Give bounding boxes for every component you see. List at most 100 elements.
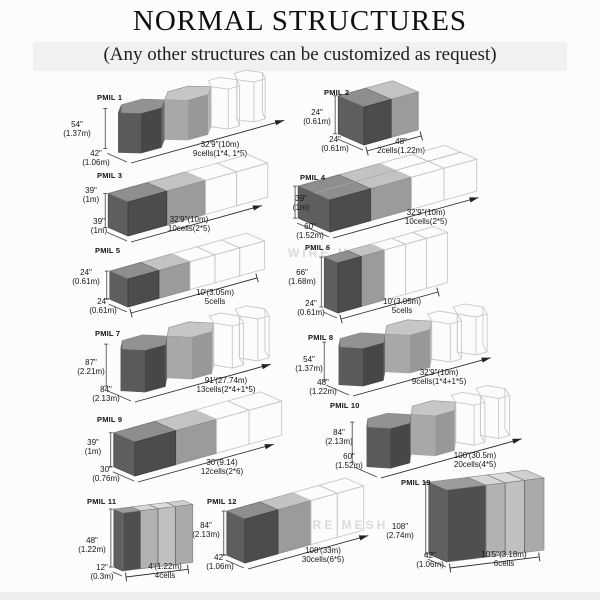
structure-drawing [108,391,284,483]
width-dimension-label: 24"(0.61m) [297,299,325,317]
width-inches: 48" [317,378,329,387]
width-meters: (1m) [90,226,108,236]
structure-id-label: PMIL 19 [401,478,431,487]
width-meters: (1.06m) [416,560,444,570]
structure-id-label: PMIL 7 [95,329,121,338]
height-meters: (1.37m) [295,364,323,374]
width-meters: (2.13m) [92,394,120,404]
length-dimension-label: 32'9"(10m)10cells(2*5) [168,215,210,233]
width-meters: (0.61m) [89,306,117,316]
length-dimension-label: 100'(30.5m)20cells(4*5) [454,451,496,469]
cells-count: 9cells(1*4+1*5) [411,377,467,387]
cells-count: 13cells(2*4+1*5) [196,385,256,395]
structure-id-label: PMIL 10 [330,401,360,410]
length-dimension-label: 48"2cells(1.22m) [377,137,425,155]
width-meters: (1.06m) [82,158,110,168]
height-inches: 39" [295,194,307,203]
cells-count: 12cells(2*6) [200,467,244,477]
height-meters: (1m) [82,195,100,205]
structure-id-label: PMIL 6 [305,243,331,252]
height-inches: 48" [86,536,98,545]
page-title: NORMAL STRUCTURES [132,5,468,37]
length-value: 91'(27.74m) [204,376,248,385]
length-value: 32'9"(10m) [419,368,459,377]
width-dimension-label: 48"(1.22m) [309,378,337,396]
length-dimension-label: 10'(3.05m)5cells [383,297,421,315]
height-dimension-label: 54"(1.37m) [63,120,91,138]
width-inches: 60" [304,222,316,231]
structure-figure-pmil-7: PMIL 7 87"(2.21m) 84"(2.13m) 91'(27.74m)13c… [60,305,310,405]
width-dimension-label: 30"(0.76m) [92,465,120,483]
width-dimension-label: 42"(1.06m) [82,149,110,167]
height-dimension-label: 24"(0.61m) [303,108,331,126]
height-inches: 24" [311,108,323,117]
width-meters: (1.52m) [335,461,363,471]
width-dimension-label: 84"(2.13m) [92,385,120,403]
length-dimension-label: 108'(33m)30cells(6*5) [302,546,344,564]
height-inches: 39" [87,438,99,447]
cells-count: 4cells [154,571,176,581]
height-inches: 24" [80,268,92,277]
width-dimension-label: 12"(0.3m) [90,563,113,581]
height-dimension-label: 108"(2.74m) [386,522,414,540]
cells-count: 5cells [204,297,226,307]
width-inches: 60" [343,452,355,461]
height-inches: 108" [391,522,409,531]
width-meters: (1.06m) [206,562,234,572]
length-value: 4'(1.22m) [148,562,182,571]
length-value: 100'(30.5m) [453,451,497,460]
height-meters: (0.61m) [303,117,331,127]
subtitle-band [33,42,567,71]
height-meters: (2.74m) [386,531,414,541]
length-value: 10'(3.05m) [196,288,234,297]
cells-count: 9cells(1*4, 1*5) [192,149,248,159]
height-inches: 54" [71,120,83,129]
width-meters: (0.3m) [90,572,114,582]
height-inches: 39" [85,186,97,195]
width-inches: 24" [305,299,317,308]
length-value: 32'9"(10m) [169,215,209,224]
structure-drawing [103,69,285,164]
width-inches: 84" [100,385,112,394]
watermark-wire-mesh-2: WIRE MESH [292,518,389,532]
height-meters: (2.13m) [325,437,353,447]
structure-drawing [293,144,479,239]
height-dimension-label: 48"(1.22m) [78,536,106,554]
structure-drawing [103,154,270,243]
structure-drawing [104,305,271,403]
structure-id-label: PMIL 2 [324,88,350,97]
height-inches: 84" [200,521,212,530]
length-value: 10'(3.05m) [383,297,421,306]
length-dimension-label: 4'(1.22m)4cells [148,562,182,580]
width-inches: 42" [90,149,102,158]
length-dimension-label: 32'9"(10m)9cells(1*4+1*5) [412,368,466,386]
height-meters: (1m) [292,203,310,213]
height-dimension-label: 39"(1m) [83,186,99,204]
width-meters: (1.22m) [309,387,337,397]
height-dimension-label: 39"(1m) [293,194,309,212]
width-dimension-label: 42"(1.06m) [206,553,234,571]
height-dimension-label: 84"(2.13m) [325,428,353,446]
height-meters: (1m) [84,447,102,457]
height-meters: (2.21m) [77,367,105,377]
length-value: 32'9"(10m) [406,208,446,217]
height-inches: 66" [296,268,308,277]
page-subtitle: (Any other structures can be customized … [103,44,497,65]
width-dimension-label: 42"(1.06m) [416,551,444,569]
structure-drawing [350,385,522,479]
height-meters: (0.61m) [72,277,100,287]
height-inches: 54" [303,355,315,364]
length-dimension-label: 32'9"(10m)9cells(1*4, 1*5) [193,140,247,158]
width-inches: 42" [214,553,226,562]
structure-id-label: PMIL 3 [97,171,123,180]
width-inches: 24" [97,297,109,306]
height-dimension-label: 39"(1m) [85,438,101,456]
height-dimension-label: 87"(2.21m) [77,358,105,376]
structure-drawing [108,500,194,582]
width-meters: (0.61m) [297,308,325,318]
width-meters: (1.52m) [296,231,324,241]
